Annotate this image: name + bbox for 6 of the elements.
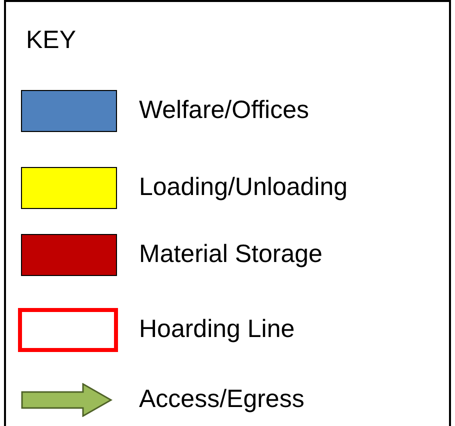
legend-label: Loading/Unloading <box>139 173 348 202</box>
legend-label: Welfare/Offices <box>139 96 309 125</box>
legend-title: KEY <box>26 26 76 55</box>
legend-label: Access/Egress <box>139 385 304 414</box>
legend-label: Hoarding Line <box>139 315 295 344</box>
legend-label: Material Storage <box>139 240 322 269</box>
